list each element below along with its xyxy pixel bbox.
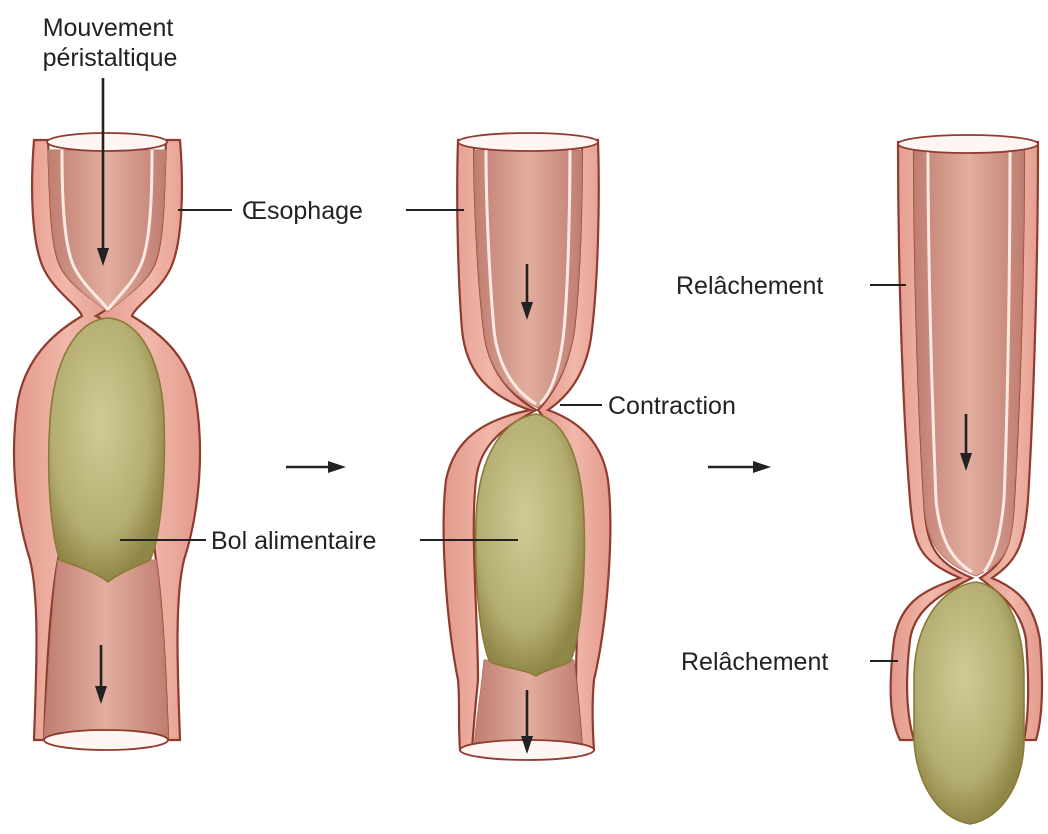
esophagus-tube-stage-3 <box>891 135 1042 824</box>
relaxation-top-label: Relâchement <box>676 272 823 300</box>
food-bolus-stage-2 <box>476 414 585 676</box>
food-bolus-label: Bol alimentaire <box>211 527 376 555</box>
esophagus-tube-stage-2 <box>444 133 611 760</box>
food-bolus-stage-1 <box>49 318 165 582</box>
food-bolus-stage-3 <box>914 582 1024 824</box>
stage-transition-arrow-2 <box>708 461 771 473</box>
stage-transition-arrow-1 <box>286 461 346 473</box>
peristaltic-movement-label-line1: Mouvement <box>43 14 174 42</box>
esophagus-label: Œsophage <box>242 197 363 225</box>
relaxation-bottom-label: Relâchement <box>681 648 828 676</box>
esophagus-tube-stage-1 <box>14 133 200 750</box>
peristaltic-movement-label-line2: péristaltique <box>43 44 178 72</box>
contraction-label: Contraction <box>608 392 736 420</box>
